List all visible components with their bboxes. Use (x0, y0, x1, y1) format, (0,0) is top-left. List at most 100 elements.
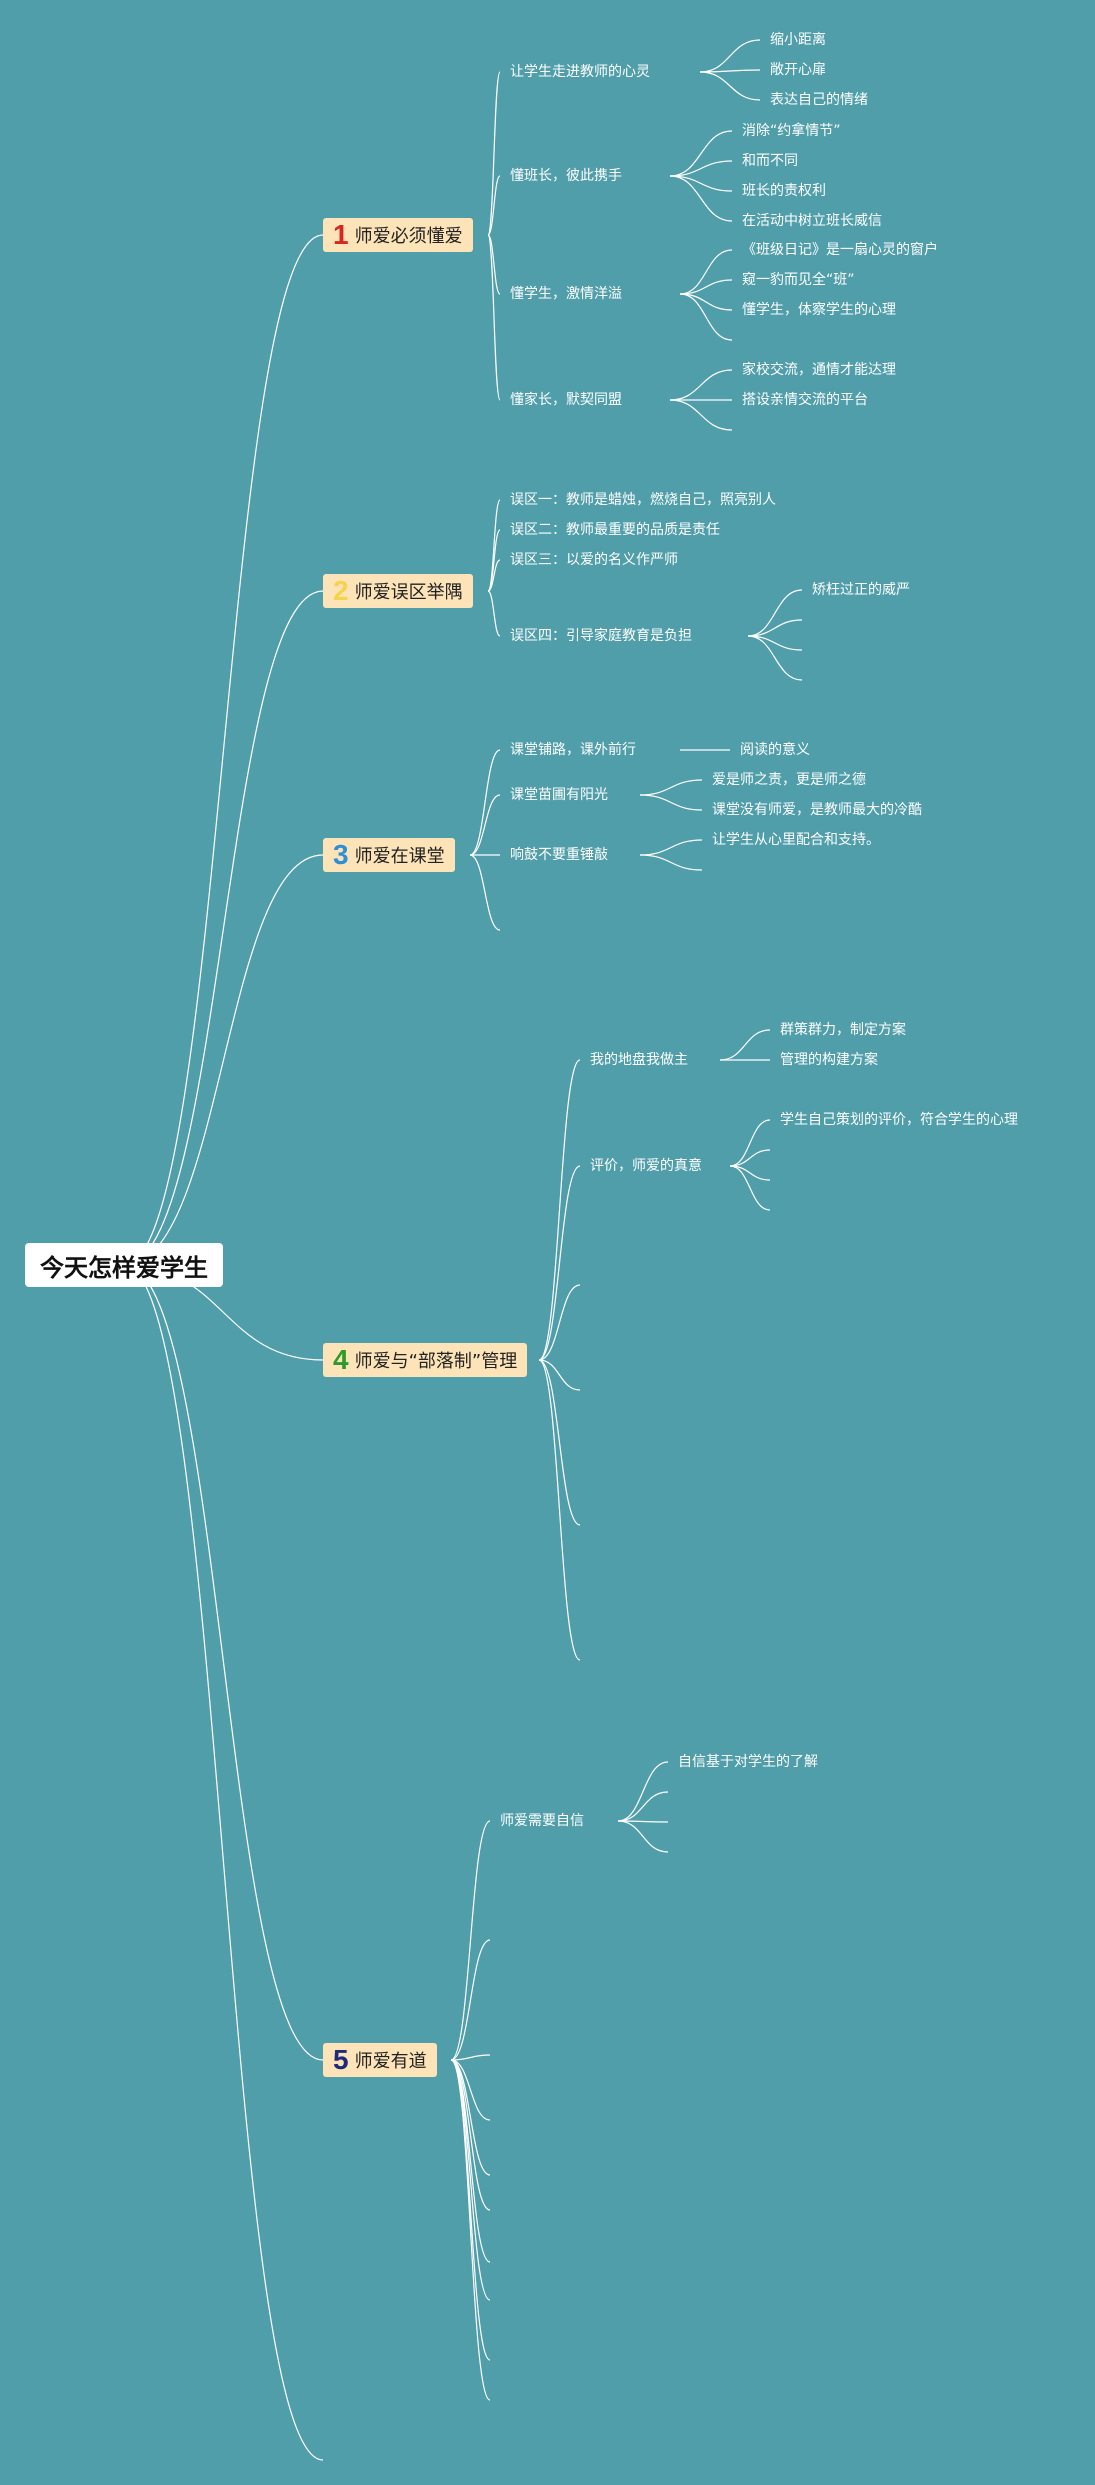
branch-1-sub-3-leaf-1[interactable]: 《班级日记》是一扇心灵的窗户 (742, 242, 938, 258)
branch-1-sub-2-leaf-2[interactable]: 和而不同 (742, 153, 798, 169)
branch-3-sub-2-line-leaf-2 (639, 794, 703, 811)
branch-4-sub-1-leaf-2[interactable]: 管理的构建方案 (780, 1052, 878, 1068)
branch-2-sub-4-line-leaf-3 (747, 635, 803, 651)
branch-4-sub-2-line-leaf-2 (729, 1149, 771, 1167)
branch-1-sub-1-leaf-2[interactable]: 敞开心扉 (770, 62, 826, 78)
branch-1-sub-3-line-leaf-1 (679, 249, 733, 295)
branch-2-sub-4-line-leaf-2 (747, 619, 803, 637)
branch-2-sub-4[interactable]: 误区四：引导家庭教育是负担 (510, 628, 692, 644)
branch-label: 师爱有道 (354, 2051, 427, 2072)
branch-1-line-sub-4 (487, 234, 501, 401)
branch-4-sub-1-line-leaf-1 (719, 1029, 771, 1061)
branch-3-sub-2-leaf-2[interactable]: 课堂没有师爱，是教师最大的冷酷 (712, 802, 922, 818)
branch-4-line-sub-6 (538, 1359, 581, 1661)
branch-2-sub-4-leaf-1[interactable]: 矫枉过正的威严 (812, 582, 910, 598)
branch-3-sub-1-leaf-1[interactable]: 阅读的意义 (740, 742, 810, 758)
branch-3-line-sub-2 (469, 794, 501, 856)
branch-4-sub-2[interactable]: 评价，师爱的真意 (590, 1158, 702, 1174)
branch-1-sub-1-line-leaf-1 (699, 39, 761, 73)
branch-4-line-sub-1 (538, 1059, 581, 1361)
branch-1-sub-1[interactable]: 让学生走进教师的心灵 (510, 64, 650, 80)
branch-1-sub-2[interactable]: 懂班长，彼此携手 (510, 168, 622, 184)
branch-1-sub-1-line-leaf-3 (699, 71, 761, 101)
branch-1-sub-3-leaf-2[interactable]: 窥一豹而见全“班” (742, 272, 855, 288)
branch-4-line-sub-4 (538, 1359, 581, 1391)
branch-1-sub-2-line-leaf-4 (669, 175, 733, 222)
branch-number: 4 (333, 1344, 349, 1375)
branch-2-sub-4-line-leaf-4 (747, 635, 803, 681)
branch-3-line-sub-1 (469, 749, 501, 856)
branch-4-sub-2-leaf-1[interactable]: 学生自己策划的评价，符合学生的心理 (780, 1112, 1018, 1128)
branch-1-line-sub-3 (487, 234, 501, 295)
branch-4-sub-1-leaf-1[interactable]: 群策群力，制定方案 (780, 1022, 906, 1038)
branch-1-sub-3[interactable]: 懂学生，激情洋溢 (510, 286, 622, 302)
branch-5-sub-1-line-leaf-4 (617, 1820, 669, 1853)
branch-5-line-sub-8 (450, 2059, 491, 2301)
branch-1-line-sub-2 (487, 175, 501, 236)
branch-5-sub-1-line-leaf-1 (617, 1761, 669, 1822)
branch-2-line-sub-3 (487, 559, 501, 592)
branch-3-sub-1[interactable]: 课堂铺路，课外前行 (510, 742, 636, 758)
root-line-branch-2 (123, 590, 324, 1266)
branch-number: 2 (333, 575, 349, 606)
branch-2-sub-2[interactable]: 误区二：教师最重要的品质是责任 (510, 522, 720, 538)
branch-1-sub-4-leaf-2[interactable]: 搭设亲情交流的平台 (742, 392, 868, 408)
branch-2-sub-4-line-leaf-1 (747, 589, 803, 637)
branch-1-sub-2-leaf-1[interactable]: 消除“约拿情节” (742, 123, 841, 139)
branch-5-sub-1[interactable]: 师爱需要自信 (500, 1813, 584, 1829)
branch-3-sub-3-leaf-1[interactable]: 让学生从心里配合和支持。 (712, 832, 880, 848)
branch-3-sub-3-line-leaf-1 (639, 839, 703, 856)
branch-label: 师爱与“部落制”管理 (354, 1351, 518, 1372)
branch-number: 3 (333, 839, 349, 870)
branch-5-line-sub-10 (450, 2059, 491, 2401)
branch-1-sub-2-line-leaf-3 (669, 175, 733, 192)
branch-3-sub-2[interactable]: 课堂苗圃有阳光 (510, 787, 608, 803)
branch-1-sub-3-line-leaf-3 (679, 293, 733, 311)
branch-4-line-sub-5 (538, 1359, 581, 1526)
root-line-branch-3 (123, 854, 324, 1266)
branch-4-line-sub-3 (538, 1284, 581, 1361)
branch-5-line-sub-2 (450, 1939, 491, 2061)
branch-3-sub-2-line-leaf-1 (639, 779, 703, 796)
branch-label: 师爱必须懂爱 (354, 226, 463, 247)
branch-1-sub-2-leaf-4[interactable]: 在活动中树立班长威信 (742, 213, 882, 229)
branch-5-line-sub-9 (450, 2059, 491, 2361)
branch-5-sub-1-leaf-1[interactable]: 自信基于对学生的了解 (678, 1754, 818, 1770)
branch-number: 5 (333, 2044, 349, 2075)
branch-3-sub-3[interactable]: 响鼓不要重锤敲 (510, 847, 608, 863)
branch-2-sub-3[interactable]: 误区三：以爱的名义作严师 (510, 552, 678, 568)
branch-label: 师爱误区举隅 (354, 582, 463, 603)
branch-number: 1 (333, 219, 349, 250)
root-node[interactable]: 今天怎样爱学生 (25, 1243, 223, 1287)
branch-5-line-sub-6 (450, 2059, 491, 2211)
branch-1-sub-3-leaf-3[interactable]: 懂学生，体察学生的心理 (742, 302, 896, 318)
branch-1-sub-2-line-leaf-2 (669, 160, 733, 177)
branch-2-sub-1[interactable]: 误区一：教师是蜡烛，燃烧自己，照亮别人 (510, 492, 776, 508)
branch-1-sub-4-line-leaf-1 (669, 369, 733, 401)
branch-1-sub-3-line-leaf-4 (679, 293, 733, 341)
root-line-branch-5 (123, 1264, 324, 2061)
branch-3-sub-3-line-leaf-2 (639, 854, 703, 871)
branch-3-sub-2-leaf-1[interactable]: 爱是师之责，更是师之德 (712, 772, 866, 788)
root-line-trailing (123, 1264, 324, 2461)
branch-1-sub-4-leaf-1[interactable]: 家校交流，通情才能达理 (742, 362, 896, 378)
branch-3-line-sub-4 (469, 854, 501, 931)
branch-2-line-sub-4 (487, 590, 501, 637)
branch-1-line-sub-1 (487, 71, 501, 236)
branch-4-line-sub-2 (538, 1165, 581, 1361)
branch-1-sub-2-line-leaf-1 (669, 130, 733, 177)
branch-1-sub-1-leaf-1[interactable]: 缩小距离 (770, 32, 826, 48)
branch-1-sub-3-line-leaf-2 (679, 279, 733, 295)
branch-4-sub-2-line-leaf-4 (729, 1165, 771, 1211)
branch-1-sub-1-leaf-3[interactable]: 表达自己的情绪 (770, 92, 868, 108)
branch-1-sub-2-leaf-3[interactable]: 班长的责权利 (742, 183, 826, 199)
branch-label: 师爱在课堂 (354, 846, 445, 867)
branch-5-line-sub-4 (450, 2059, 491, 2121)
branch-4-sub-1[interactable]: 我的地盘我做主 (590, 1052, 688, 1068)
branch-1-sub-4[interactable]: 懂家长，默契同盟 (510, 392, 622, 408)
